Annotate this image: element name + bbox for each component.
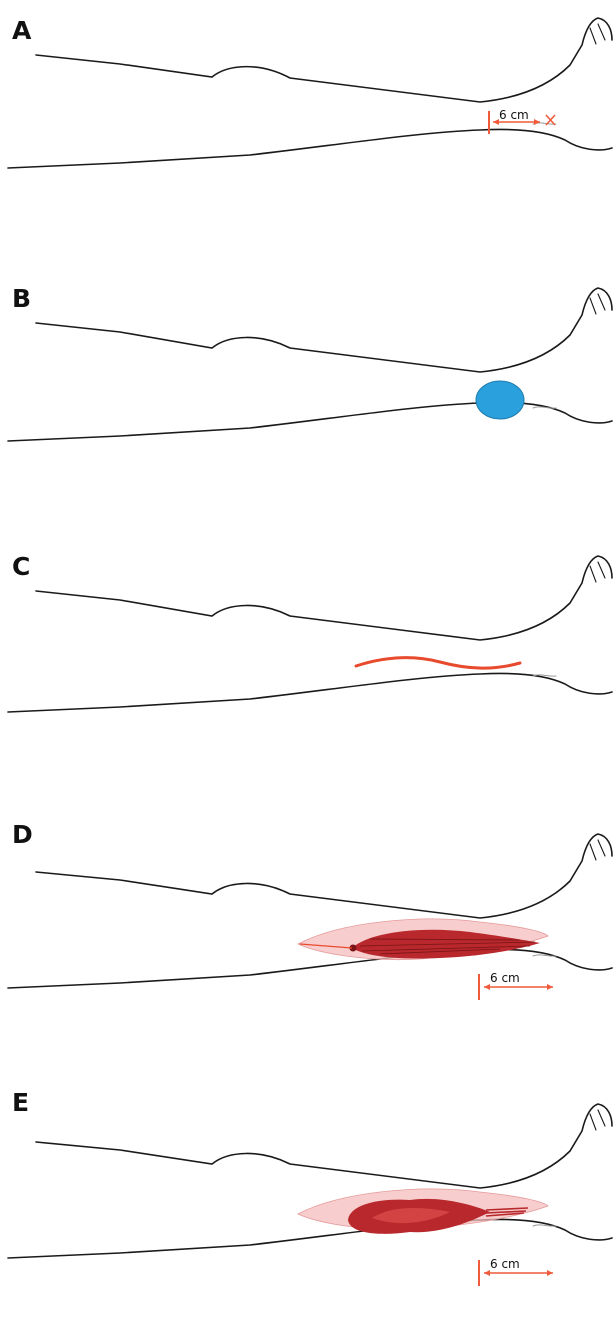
measure-marker: 6 cm: [479, 971, 553, 1000]
blue-pad: [476, 381, 524, 419]
panel-e: E 6 cm: [0, 1072, 613, 1332]
panel-d: D 6 cm: [0, 804, 613, 1064]
measure-label: 6 cm: [490, 1257, 520, 1271]
measure-marker: 6 cm: [479, 1257, 553, 1286]
leg-outline: [8, 556, 612, 712]
leg-diagram: 6 cm: [0, 1072, 613, 1303]
leg-outline: [8, 1104, 612, 1258]
panel-a: A 6 cm: [0, 0, 613, 260]
leg-outline: [8, 834, 612, 988]
leg-diagram: [0, 268, 613, 528]
panel-c: C: [0, 536, 613, 796]
leg-outline: [8, 288, 612, 441]
measure-label: 6 cm: [490, 971, 520, 985]
leg-diagram: 6 cm: [0, 0, 613, 260]
leg-diagram: 6 cm: [0, 804, 613, 1064]
measure-label: 6 cm: [499, 108, 529, 122]
leg-outline: [8, 18, 612, 168]
muscle-illustration: [298, 1189, 548, 1234]
panel-b: B: [0, 268, 613, 528]
cross-mark: [546, 115, 555, 125]
muscle-illustration: [298, 919, 548, 960]
leg-diagram: [0, 536, 613, 796]
incision-line: [356, 658, 520, 668]
